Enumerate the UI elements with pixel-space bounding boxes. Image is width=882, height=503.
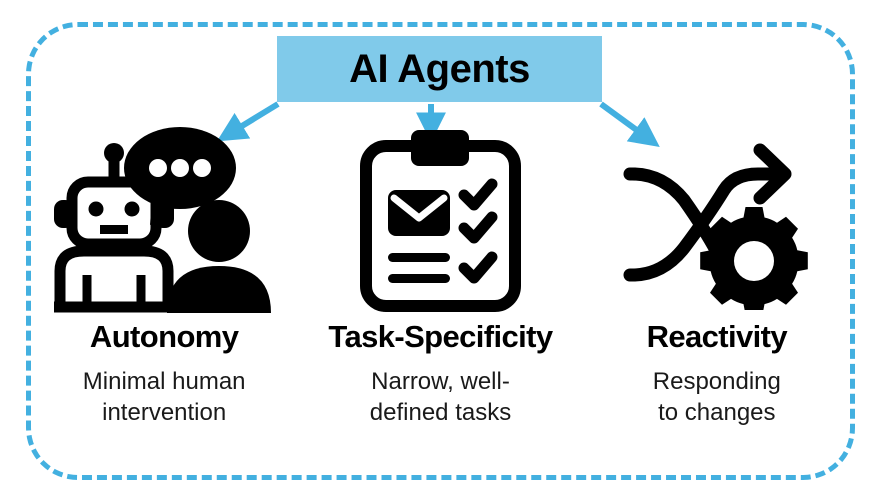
description-line: intervention xyxy=(102,398,227,426)
text-line-2 xyxy=(387,273,450,283)
robot-mouth xyxy=(100,225,129,234)
column-title-autonomy: Autonomy xyxy=(89,319,239,354)
robot-ear-right xyxy=(154,200,175,228)
robot-person-chat-icon xyxy=(54,127,272,313)
description-line: Responding xyxy=(652,368,781,395)
column-description-task-specificity: Narrow, well- defined tasks xyxy=(370,367,511,428)
gear-icon xyxy=(700,207,808,310)
column-task-specificity: Task-Specificity Narrow, well- defined t… xyxy=(302,125,578,465)
icon-wrap-autonomy xyxy=(54,125,274,315)
dashed-frame-border xyxy=(26,22,855,480)
description-line: Narrow, well- xyxy=(371,368,510,395)
robot-ear-left xyxy=(54,200,75,228)
title-box: AI Agents xyxy=(277,36,602,102)
description-line: defined tasks xyxy=(369,398,512,426)
clipboard-checklist-icon xyxy=(359,129,521,312)
checkmark-icon-3 xyxy=(458,251,498,283)
curved-arrow-down xyxy=(623,167,727,265)
envelope-icon xyxy=(387,189,450,236)
checkmark-icon-2 xyxy=(458,211,498,243)
icon-wrap-task-specificity xyxy=(358,125,523,315)
clipboard-clip xyxy=(410,129,469,166)
robot-antenna-tip xyxy=(104,143,125,163)
person-icon xyxy=(167,200,272,313)
icon-wrap-reactivity xyxy=(622,125,812,315)
columns-container: Autonomy Minimal human intervention xyxy=(26,125,855,465)
column-title-task-specificity: Task-Specificity xyxy=(328,319,553,354)
text-line-1 xyxy=(387,252,450,262)
column-autonomy: Autonomy Minimal human intervention xyxy=(26,125,302,465)
description-line: to changes xyxy=(658,398,776,426)
arrowhead-right xyxy=(753,143,792,205)
crossing-arrows-gear-icon xyxy=(623,143,808,310)
description-line: Minimal human xyxy=(82,368,246,395)
column-reactivity: Reactivity Responding to changes xyxy=(579,125,855,465)
page-title: AI Agents xyxy=(349,47,530,91)
column-title-reactivity: Reactivity xyxy=(646,319,788,354)
checkmark-icon-1 xyxy=(458,178,498,210)
robot-eye-left xyxy=(88,201,104,217)
curved-arrow-up xyxy=(623,167,789,282)
robot-body xyxy=(54,245,174,307)
robot-eye-right xyxy=(124,201,140,217)
column-description-reactivity: Responding to changes xyxy=(653,367,781,428)
column-description-autonomy: Minimal human intervention xyxy=(83,367,246,428)
